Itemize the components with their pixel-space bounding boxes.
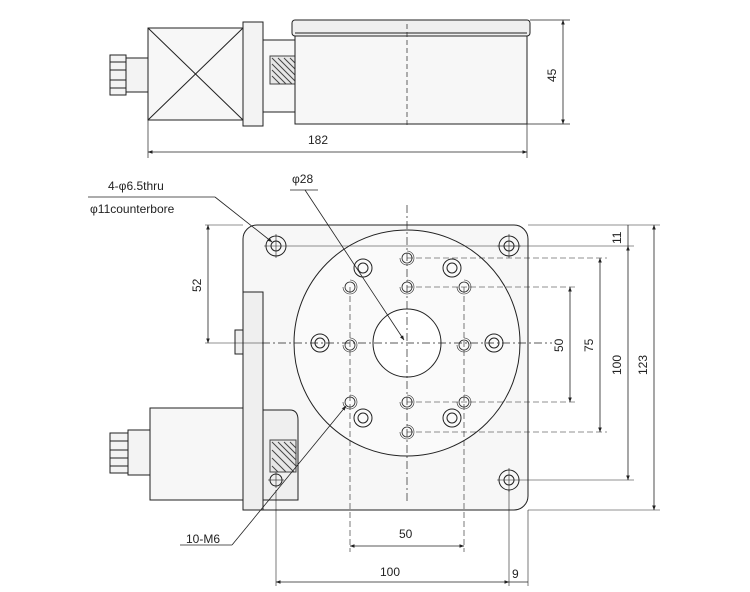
leader-mounting-holes <box>214 196 273 243</box>
callout-tapped: 10-M6 <box>186 532 220 546</box>
callout-holes-line1: 4-φ6.5thru <box>108 179 164 193</box>
leader-bore <box>304 189 405 341</box>
callout-bore: φ28 <box>292 172 313 186</box>
table-counterbore <box>353 408 373 428</box>
side-connector <box>109 54 149 96</box>
side-rotary-top <box>291 19 531 37</box>
dim-52-label: 52 <box>190 278 204 292</box>
dim-45-label: 45 <box>545 68 559 82</box>
table-counterbore <box>442 408 462 428</box>
side-stage-body <box>294 35 528 125</box>
table-counterbore <box>310 333 330 353</box>
dim-50-horizontal-label: 50 <box>399 527 413 541</box>
dim-9-label: 9 <box>512 567 519 581</box>
table-counterbore <box>353 258 373 278</box>
callout-holes-line2: φ11counterbore <box>90 202 175 216</box>
dim-75-label: 75 <box>582 338 596 352</box>
dim-50-vertical-label: 50 <box>552 338 566 352</box>
table-counterbore <box>442 258 462 278</box>
mounting-hole <box>264 234 288 258</box>
dim-100-horizontal-label: 100 <box>380 565 400 579</box>
top-coupling <box>269 439 297 473</box>
side-motor-box <box>147 27 244 121</box>
side-flange <box>242 21 264 127</box>
dim-182-label: 182 <box>308 133 328 147</box>
side-coupling <box>269 55 297 85</box>
dim-11-label: 11 <box>610 231 624 244</box>
top-motor <box>109 407 299 501</box>
dim-123-label: 123 <box>636 355 650 375</box>
top-view <box>88 189 660 586</box>
mounting-hole <box>268 472 284 488</box>
side-view <box>109 19 570 158</box>
table-counterbore <box>484 333 504 353</box>
dim-100-vertical-label: 100 <box>610 355 624 375</box>
leader-tapped <box>231 405 347 546</box>
